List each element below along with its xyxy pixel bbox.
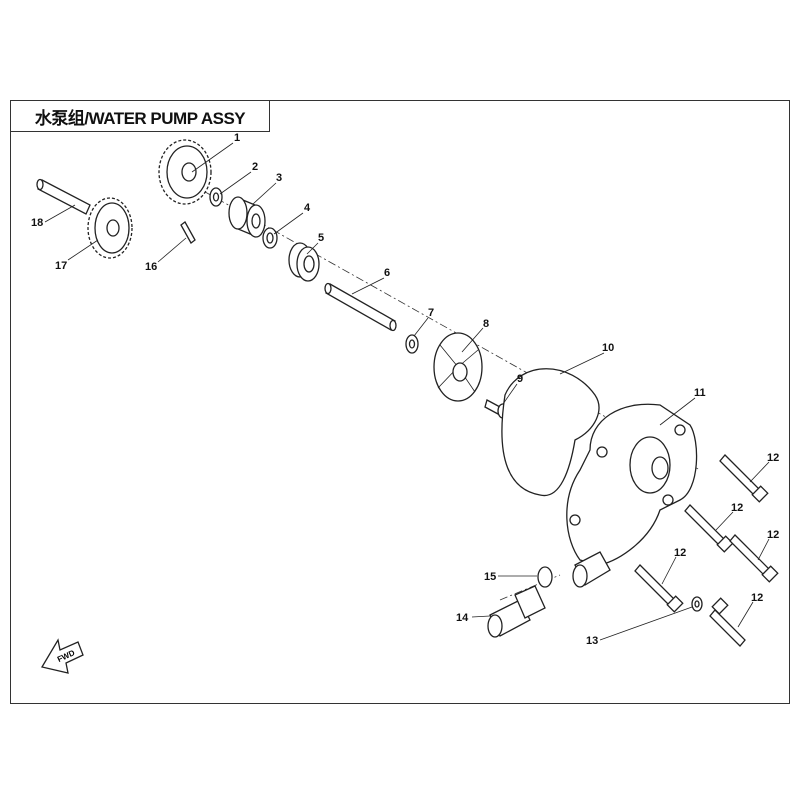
callout-15: 15 bbox=[484, 571, 496, 583]
diagram-frame bbox=[10, 100, 790, 704]
part-17-drive-gear bbox=[87, 197, 133, 259]
callout-9: 9 bbox=[517, 373, 523, 385]
diagram-title: 水泵组/WATER PUMP ASSY bbox=[10, 100, 270, 132]
callout-17: 17 bbox=[55, 260, 67, 272]
part-6-pump-shaft bbox=[324, 282, 397, 332]
callout-14: 14 bbox=[456, 612, 469, 624]
callout-8: 8 bbox=[483, 318, 489, 330]
part-15-o-ring bbox=[537, 566, 553, 588]
callout-12c: 12 bbox=[767, 529, 779, 541]
callout-6: 6 bbox=[384, 267, 390, 279]
callout-13: 13 bbox=[586, 635, 598, 647]
part-1-driven-gear bbox=[158, 139, 212, 205]
callout-18: 18 bbox=[31, 217, 43, 229]
callout-12a: 12 bbox=[767, 452, 779, 464]
part-12-bolts bbox=[634, 454, 779, 647]
callout-2: 2 bbox=[252, 161, 258, 173]
callout-7: 7 bbox=[428, 307, 434, 319]
part-11-pump-cover bbox=[566, 403, 698, 588]
callout-10: 10 bbox=[602, 342, 614, 354]
callout-1: 1 bbox=[234, 132, 240, 144]
leader-lines bbox=[44, 142, 770, 641]
callout-12b: 12 bbox=[731, 502, 743, 514]
part-7-washer bbox=[405, 334, 419, 354]
callout-12e: 12 bbox=[751, 592, 763, 604]
callout-4: 4 bbox=[304, 202, 311, 214]
part-10-gasket bbox=[501, 368, 600, 497]
part-5-oil-seal bbox=[288, 242, 320, 282]
callout-11: 11 bbox=[694, 387, 706, 399]
part-16-pin bbox=[180, 221, 196, 244]
part-14-hose-fitting bbox=[487, 585, 546, 638]
part-2-washer bbox=[209, 187, 223, 207]
callout-16: 16 bbox=[145, 261, 157, 273]
part-18-shaft-pin bbox=[36, 178, 91, 215]
part-13-washer bbox=[691, 596, 703, 612]
callout-3: 3 bbox=[276, 172, 282, 184]
part-3-bearing bbox=[228, 196, 266, 238]
fwd-direction-arrow: FWD bbox=[40, 638, 84, 674]
part-4-washer bbox=[262, 227, 278, 249]
callout-12d: 12 bbox=[674, 547, 686, 559]
part-8-impeller bbox=[433, 332, 483, 402]
callout-5: 5 bbox=[318, 232, 324, 244]
